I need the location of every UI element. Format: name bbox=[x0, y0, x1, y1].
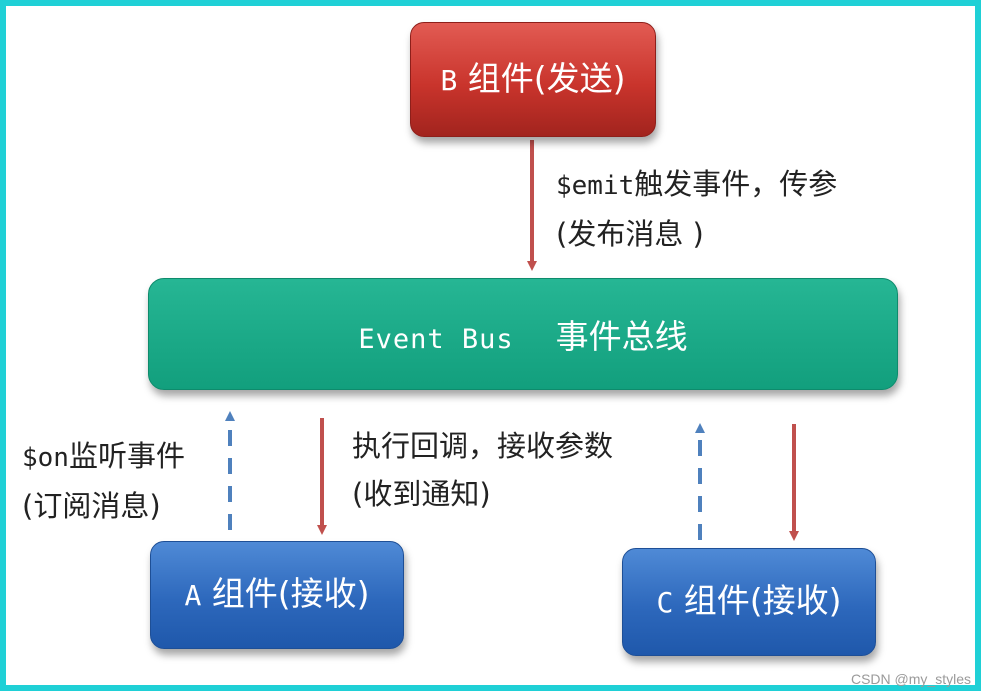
component-b-text: 组件(发送) bbox=[467, 58, 626, 98]
component-b-label: B 组件(发送) bbox=[433, 57, 633, 103]
component-a-box: A 组件(接收) bbox=[150, 541, 404, 649]
component-a-name: A bbox=[184, 579, 202, 612]
emit-note-line1: $emit触发事件，传参 bbox=[556, 160, 837, 210]
component-a-text: 组件(接收) bbox=[211, 574, 370, 613]
event-bus-text: 事件总线 bbox=[555, 317, 688, 356]
callback-note-line1: 执行回调，接收参数 bbox=[352, 429, 614, 463]
on-note-text: 监听事件 bbox=[68, 439, 185, 473]
event-bus-label: Event Bus 事件总线 bbox=[358, 310, 687, 358]
on-note: $on监听事件 (订阅消息) bbox=[22, 432, 185, 530]
component-c-label: C 组件(接收) bbox=[649, 579, 849, 625]
callback-note: 执行回调，接收参数 (收到通知) bbox=[352, 422, 613, 518]
watermark: CSDN @my_styles bbox=[850, 671, 971, 687]
on-note-line2: (订阅消息) bbox=[22, 489, 161, 523]
component-c-text: 组件(接收) bbox=[683, 581, 842, 620]
component-b-name: B bbox=[440, 63, 458, 97]
event-bus-name: Event Bus bbox=[358, 324, 514, 355]
emit-note-line2: (发布消息 ) bbox=[556, 217, 704, 251]
component-c-name: C bbox=[656, 586, 674, 619]
component-b-box: B 组件(发送) bbox=[410, 22, 656, 137]
emit-note-text: 触发事件，传参 bbox=[634, 167, 838, 201]
component-c-box: C 组件(接收) bbox=[622, 548, 876, 656]
component-a-label: A 组件(接收) bbox=[177, 572, 377, 618]
event-bus-box: Event Bus 事件总线 bbox=[148, 278, 898, 390]
on-note-line1: $on监听事件 bbox=[22, 432, 185, 482]
emit-note: $emit触发事件，传参 (发布消息 ) bbox=[556, 160, 837, 258]
callback-note-line2: (收到通知) bbox=[352, 477, 491, 511]
emit-code: $emit bbox=[556, 171, 635, 201]
on-code: $on bbox=[22, 443, 69, 473]
